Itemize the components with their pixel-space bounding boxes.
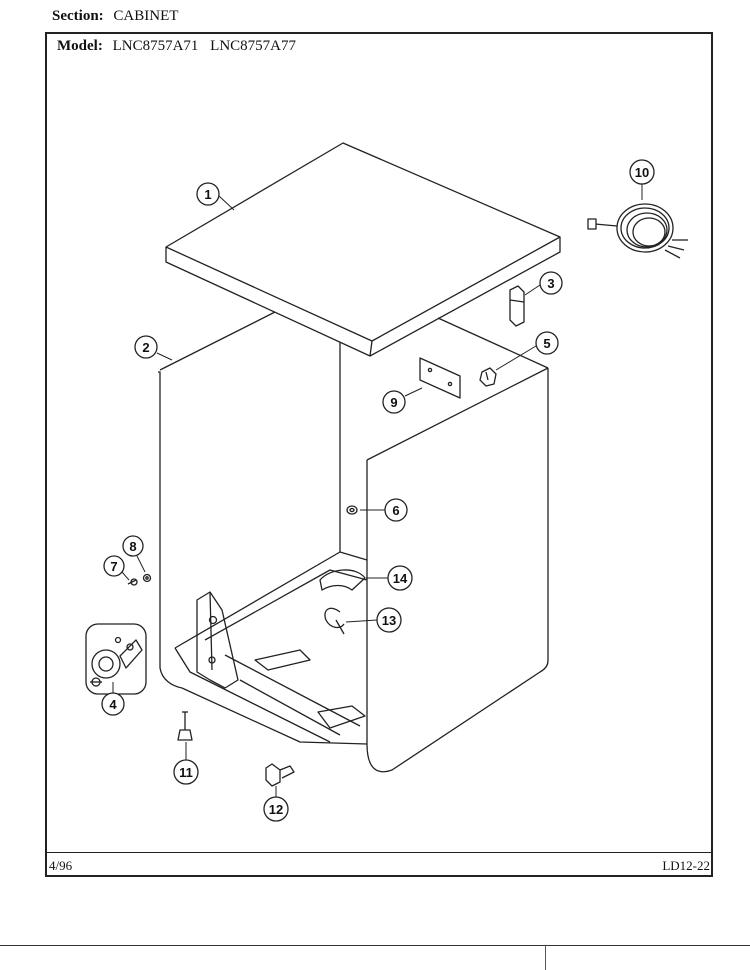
leader-1	[218, 195, 235, 211]
callout-5-label: 5	[543, 336, 550, 351]
callout-5: 5	[535, 331, 559, 355]
page-bottom-tick	[545, 945, 546, 970]
callout-11-label: 11	[179, 765, 193, 780]
callout-3: 3	[539, 271, 563, 295]
callout-8-label: 8	[129, 539, 136, 554]
leader-2	[156, 352, 173, 361]
callout-14: 14	[387, 565, 413, 591]
footer-date: 4/96	[49, 858, 73, 873]
callout-10-label: 10	[635, 165, 649, 180]
side-panel-right	[366, 367, 549, 773]
callout-3-label: 3	[547, 276, 554, 291]
callout-1-label: 1	[204, 187, 211, 202]
part-plate-9	[419, 357, 461, 399]
part-bracket-5	[479, 367, 497, 387]
page-bottom-rule	[0, 945, 750, 946]
part-roller-assembly-4	[85, 623, 147, 695]
part-power-cord	[587, 203, 688, 259]
callout-9-label: 9	[390, 395, 397, 410]
callout-2-label: 2	[142, 340, 149, 355]
leader-5	[495, 345, 537, 371]
callout-2: 2	[134, 335, 158, 359]
callout-12-label: 12	[269, 802, 283, 817]
back-panel	[339, 317, 549, 552]
part-leveling-leg-11	[177, 711, 193, 741]
leader-9	[404, 387, 423, 397]
leader-7	[121, 571, 130, 581]
leader-13	[345, 619, 378, 623]
callout-6-label: 6	[392, 503, 399, 518]
part-washer-8	[142, 573, 152, 583]
callout-14-label: 14	[393, 571, 408, 586]
callout-13-label: 13	[382, 613, 396, 628]
model-number-1: LNC8757A71	[112, 38, 199, 54]
part-clip-3	[509, 285, 525, 327]
callout-10: 10	[629, 159, 655, 185]
callout-7-label: 7	[110, 559, 117, 574]
leader-8	[136, 555, 146, 573]
callout-1: 1	[196, 182, 220, 206]
diagram-frame	[45, 32, 713, 877]
model-label: Model:	[57, 38, 103, 54]
front-support-bracket	[196, 591, 239, 689]
model-number-2: LNC8757A77	[210, 38, 297, 54]
callout-7: 7	[103, 555, 125, 577]
footer-divider	[45, 852, 713, 853]
callout-8: 8	[122, 535, 144, 557]
section-label: Section:	[52, 8, 104, 24]
footer-page-code: LD12-22	[662, 858, 710, 873]
callout-12: 12	[263, 796, 289, 822]
section-heading: Section: CABINET	[52, 8, 178, 25]
side-panel-left	[158, 311, 276, 689]
callout-9: 9	[382, 390, 406, 414]
part-bracket-12	[265, 763, 295, 787]
part-grommet-6	[346, 505, 358, 515]
callout-4-label: 4	[109, 697, 117, 712]
base-pan	[174, 551, 368, 745]
part-shield-14	[319, 569, 366, 591]
callout-6: 6	[384, 498, 408, 522]
part-top-lid	[165, 142, 561, 357]
part-clamp-13	[324, 607, 345, 635]
model-heading: Model: LNC8757A71 LNC8757A77	[57, 38, 304, 55]
callout-13: 13	[376, 607, 402, 633]
leader-3	[524, 284, 541, 296]
callout-4: 4	[101, 692, 125, 716]
section-value: CABINET	[113, 8, 179, 24]
callout-11: 11	[173, 759, 199, 785]
part-screw-7	[127, 578, 138, 586]
